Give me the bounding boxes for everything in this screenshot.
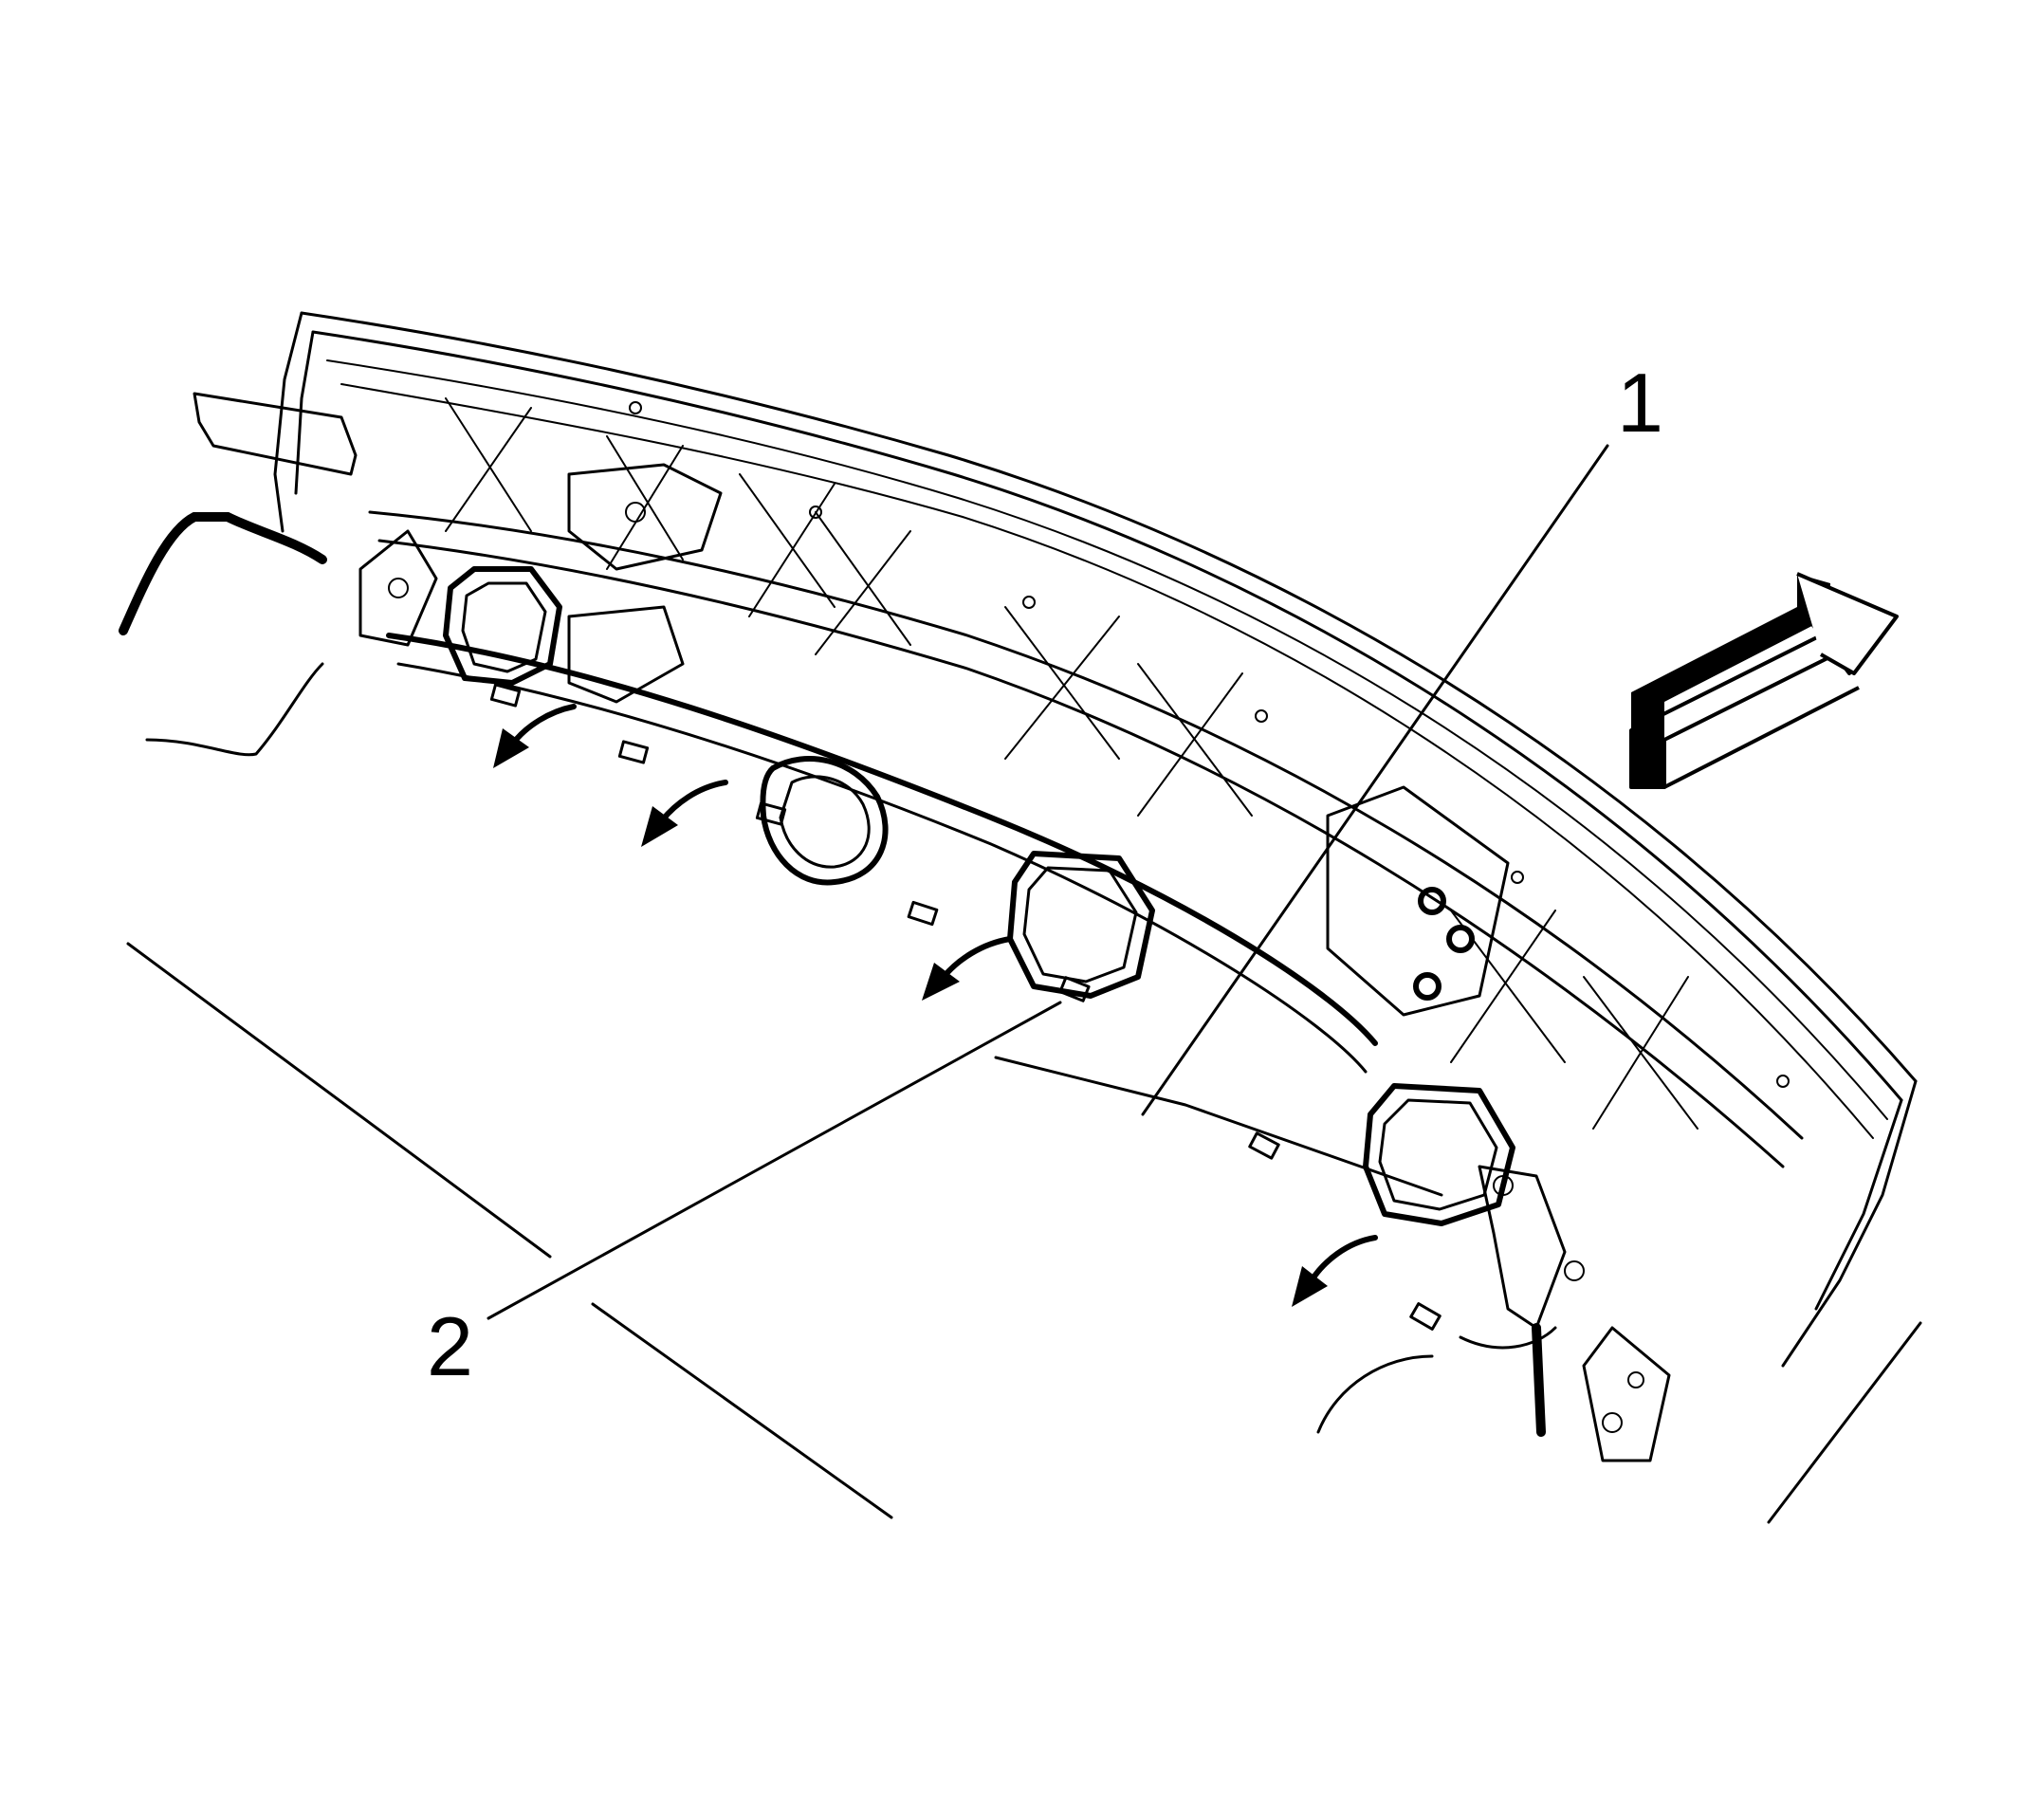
mounted-components [119,392,1671,1462]
callout-2-leader [487,1001,1062,1320]
panel-outline [273,311,1918,1368]
octagon-openings [443,566,1515,1226]
curved-arrow-icon [1292,1235,1378,1307]
callout-1-leader [1141,444,1609,1116]
callout-2: 2 [427,1001,1062,1393]
callout-1: 1 [1141,356,1663,1116]
callout-1-label: 1 [1617,356,1663,450]
curved-arrow-icon [493,704,577,768]
callout-2-label: 2 [427,1299,473,1393]
forward-arrow-icon [1629,572,1899,789]
curved-arrow-icon [922,936,1013,1001]
retaining-clips [489,683,1442,1331]
panel-frame [368,397,1804,1197]
reference-lines [126,942,1922,1524]
curved-arrow-icon [641,780,728,847]
